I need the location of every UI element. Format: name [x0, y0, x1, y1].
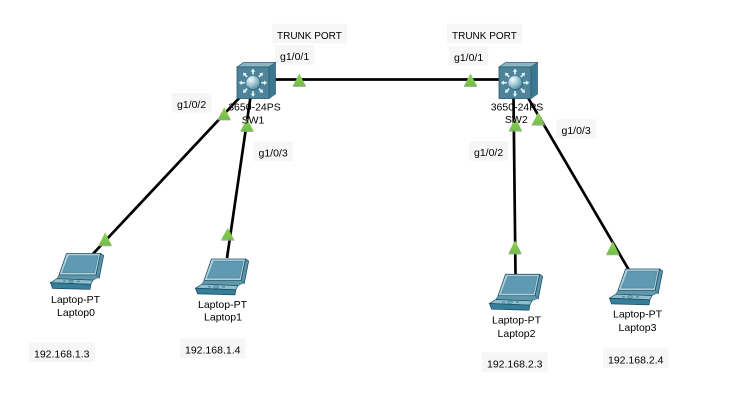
svg-text:192.168.1.4: 192.168.1.4: [185, 345, 241, 357]
svg-text:192.168.2.3: 192.168.2.3: [487, 359, 543, 371]
svg-text:Laptop-PT: Laptop-PT: [492, 315, 542, 327]
svg-text:192.168.2.4: 192.168.2.4: [608, 355, 664, 367]
svg-text:g1/0/3: g1/0/3: [562, 125, 591, 137]
svg-text:Laptop1: Laptop1: [204, 312, 242, 324]
svg-text:Laptop-PT: Laptop-PT: [198, 299, 248, 311]
svg-text:SW2: SW2: [505, 114, 528, 126]
svg-text:Laptop0: Laptop0: [57, 307, 95, 319]
svg-text:Laptop-PT: Laptop-PT: [613, 309, 663, 321]
svg-text:g1/0/1: g1/0/1: [280, 51, 309, 63]
svg-text:TRUNK PORT: TRUNK PORT: [452, 31, 517, 42]
svg-text:TRUNK PORT: TRUNK PORT: [277, 31, 342, 42]
svg-text:Laptop2: Laptop2: [498, 328, 536, 340]
svg-text:3650-24PS: 3650-24PS: [228, 102, 281, 114]
svg-text:3650-24PS: 3650-24PS: [491, 102, 544, 114]
svg-text:g1/0/1: g1/0/1: [454, 52, 483, 64]
svg-text:g1/0/2: g1/0/2: [474, 147, 503, 159]
svg-text:Laptop-PT: Laptop-PT: [51, 294, 101, 306]
svg-text:g1/0/2: g1/0/2: [177, 99, 206, 111]
svg-text:192.168.1.3: 192.168.1.3: [34, 349, 90, 361]
svg-text:g1/0/3: g1/0/3: [259, 148, 288, 160]
svg-text:Laptop3: Laptop3: [619, 322, 657, 334]
svg-text:SW1: SW1: [242, 114, 265, 126]
